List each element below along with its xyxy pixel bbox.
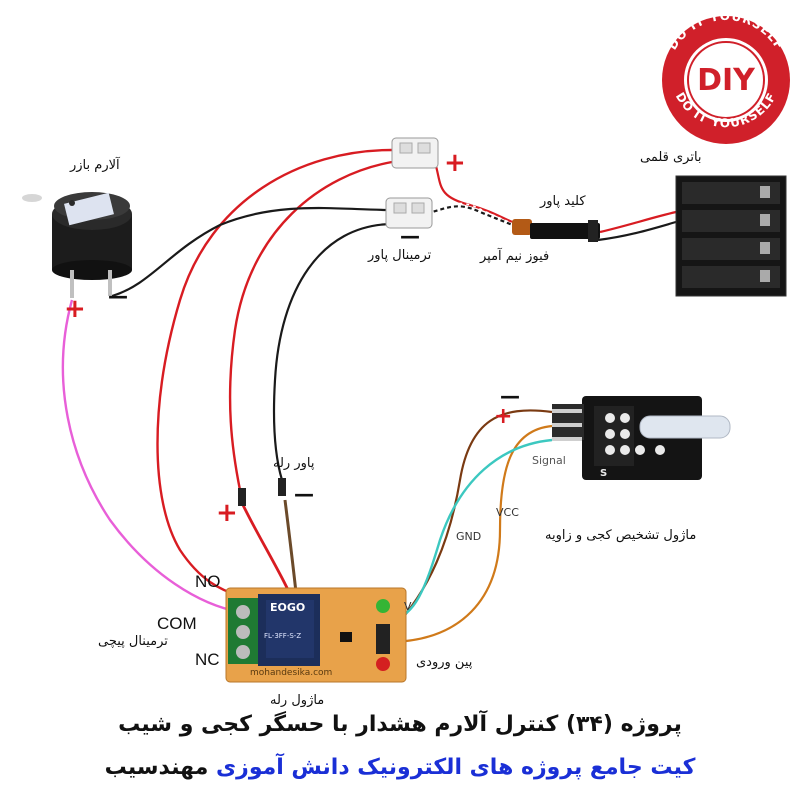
wire-red-switch-to-battery: [599, 210, 677, 234]
wire-red-power-to-relay-plus: [228, 160, 393, 491]
footer-kit-line: کیت جامع پروژه های الکترونیک دانش آموزی …: [0, 755, 800, 780]
label-relay-power: پاور رله: [273, 456, 315, 471]
label-fuse: فیوز نیم آمپر: [480, 249, 550, 264]
wire-label-v: V: [404, 600, 412, 613]
label-power-key: کلید پاور: [540, 194, 586, 209]
tilt-sensor-module: [552, 396, 731, 480]
relay-module-pcb: [225, 587, 407, 683]
label-screw-terminal: ترمینال پیچی: [98, 634, 168, 649]
plus-power-terminal: +: [444, 148, 466, 178]
minus-relay: —: [294, 482, 314, 506]
wire-twisted-black: [419, 205, 521, 230]
terminal-nc-label: NC: [195, 650, 220, 669]
footer-brand-text: مهندسیب: [104, 755, 209, 780]
badge-center-text: DIY: [697, 63, 756, 98]
plus-tilt: +: [494, 404, 513, 429]
minus-buzzer: —: [108, 284, 128, 308]
power-terminal-top: [391, 137, 439, 169]
label-tilt-module: ماژول تشخیص کجی و زاویه: [545, 528, 697, 543]
relay-part-text: FL-3FF-S-Z: [264, 632, 302, 640]
wire-orange-vcc: [391, 424, 553, 644]
label-relay-module: ماژول رله: [270, 693, 325, 708]
wire-cyan-signal: [391, 438, 553, 622]
fuse-switch-component: [512, 219, 600, 242]
power-terminal-bottom: [385, 197, 433, 229]
tilt-pin-s-text: S: [600, 468, 608, 479]
wire-label-gnd: GND: [456, 530, 482, 543]
wire-black-power-to-relay-minus: [272, 222, 393, 481]
plus-buzzer: +: [64, 294, 86, 324]
minus-tilt: —: [500, 384, 520, 408]
wire-black-buzzer-to-power-minus: [111, 206, 393, 298]
relay-power-headers: [238, 478, 286, 506]
label-input-pin: پین ورودی: [416, 655, 473, 670]
terminal-no-label: NO: [195, 572, 221, 591]
wire-label-vcc: VCC: [496, 506, 519, 519]
wire-twisted-white: [424, 202, 521, 227]
label-power-terminal: ترمینال پاور: [368, 248, 432, 263]
minus-power-terminal: —: [400, 224, 420, 248]
wire-twisted-red: [429, 149, 521, 227]
label-battery: باتری قلمی: [640, 150, 702, 165]
pcb-website-text: mohandesika.com: [250, 668, 333, 678]
buzzer-component: [22, 192, 132, 298]
wire-magenta-buzzer-to-com: [61, 299, 241, 614]
wire-red-power-to-no: [156, 148, 393, 598]
label-buzzer: آلارم بازر: [70, 158, 120, 173]
terminal-com-label: COM: [157, 614, 197, 633]
wire-label-signal: Signal: [532, 454, 566, 467]
wire-black-switch-to-battery: [597, 220, 677, 242]
battery-holder: [675, 175, 787, 297]
plus-relay: +: [216, 498, 238, 528]
footer-project-title: پروژه (۳۴) کنترل آلارم هشدار با حسگر کجی…: [118, 712, 682, 737]
relay-brand-text: EOGO: [270, 601, 306, 614]
footer-kit-text: کیت جامع پروژه های الکترونیک دانش آموزی: [208, 755, 696, 780]
